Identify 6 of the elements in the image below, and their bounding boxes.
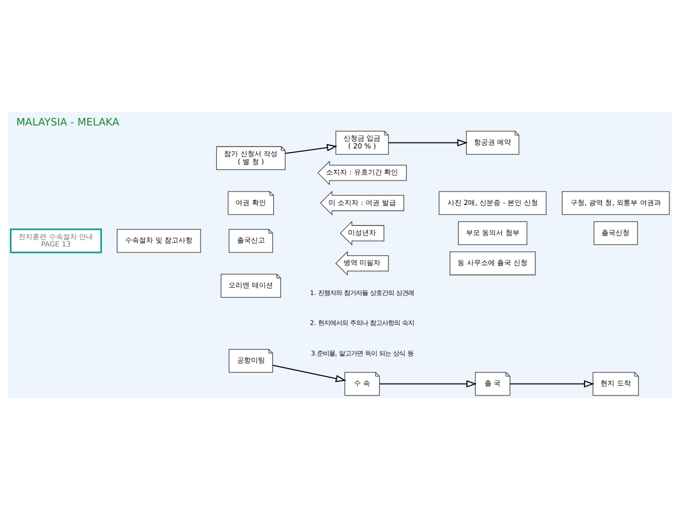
arrow — [272, 364, 346, 382]
arrow — [388, 139, 468, 146]
arrow — [510, 380, 594, 388]
diagram-title: MALAYSIA - MELAKA — [16, 116, 120, 128]
arrow — [380, 380, 477, 388]
arrow — [285, 144, 338, 154]
